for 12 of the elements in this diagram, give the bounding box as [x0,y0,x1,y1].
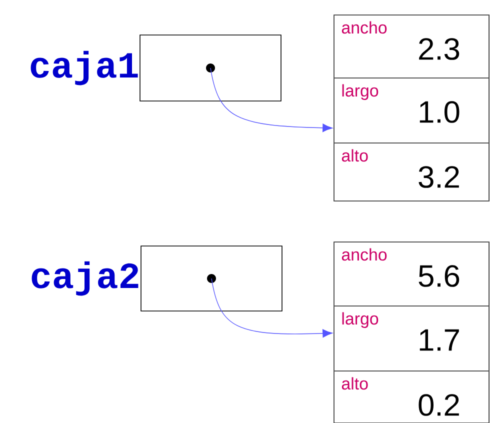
pointer-arrow [211,278,333,338]
variable-box: caja1 [30,34,282,102]
field-cell: largo 1.7 [334,306,490,372]
node-label: caja2 [32,261,138,296]
field-cell: ancho 5.6 [334,242,490,306]
node-label: caja1 [30,50,138,86]
variable-box: caja2 [32,246,282,312]
pointer-arrow [210,68,333,132]
field-cell: alto 0.2 [334,370,490,423]
field-cell: largo 1.0 [334,78,490,144]
field-cell: alto 3.2 [334,142,490,202]
field-cell: ancho 2.3 [334,14,490,78]
